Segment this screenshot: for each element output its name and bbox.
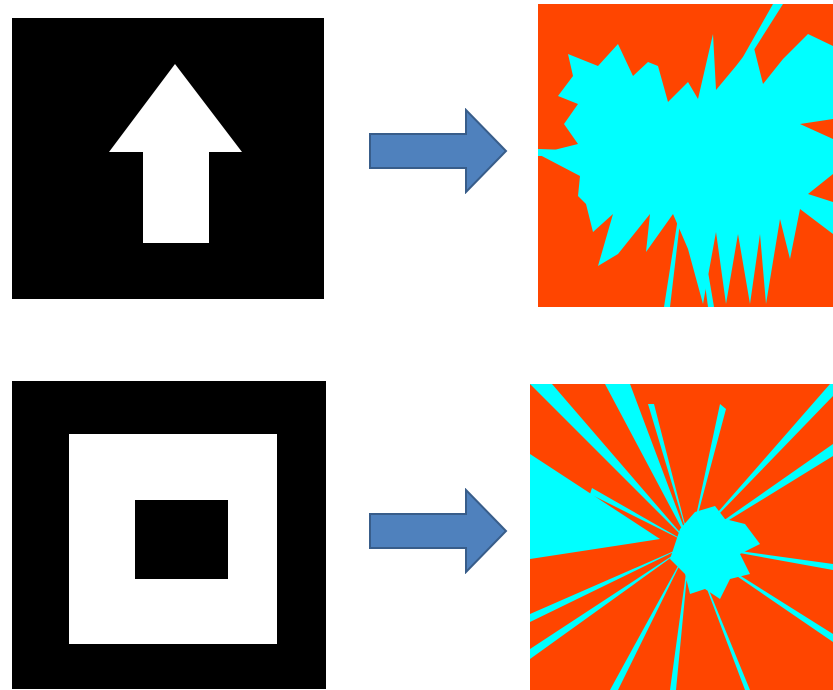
right-arrow-icon xyxy=(368,108,510,194)
nested-square-icon xyxy=(12,381,326,689)
inner-black-square xyxy=(135,500,228,579)
cyan-burst-large xyxy=(538,4,833,307)
output-panel-burst-2 xyxy=(530,384,833,690)
transform-arrow-2 xyxy=(368,488,510,574)
input-panel-up-arrow xyxy=(12,18,324,299)
cyan-burst-rays xyxy=(530,384,833,690)
output-panel-burst-1 xyxy=(538,4,833,307)
up-arrow-icon xyxy=(12,18,324,299)
right-arrow-icon xyxy=(368,488,510,574)
transform-arrow-1 xyxy=(368,108,510,194)
input-panel-nested-square xyxy=(12,381,326,689)
